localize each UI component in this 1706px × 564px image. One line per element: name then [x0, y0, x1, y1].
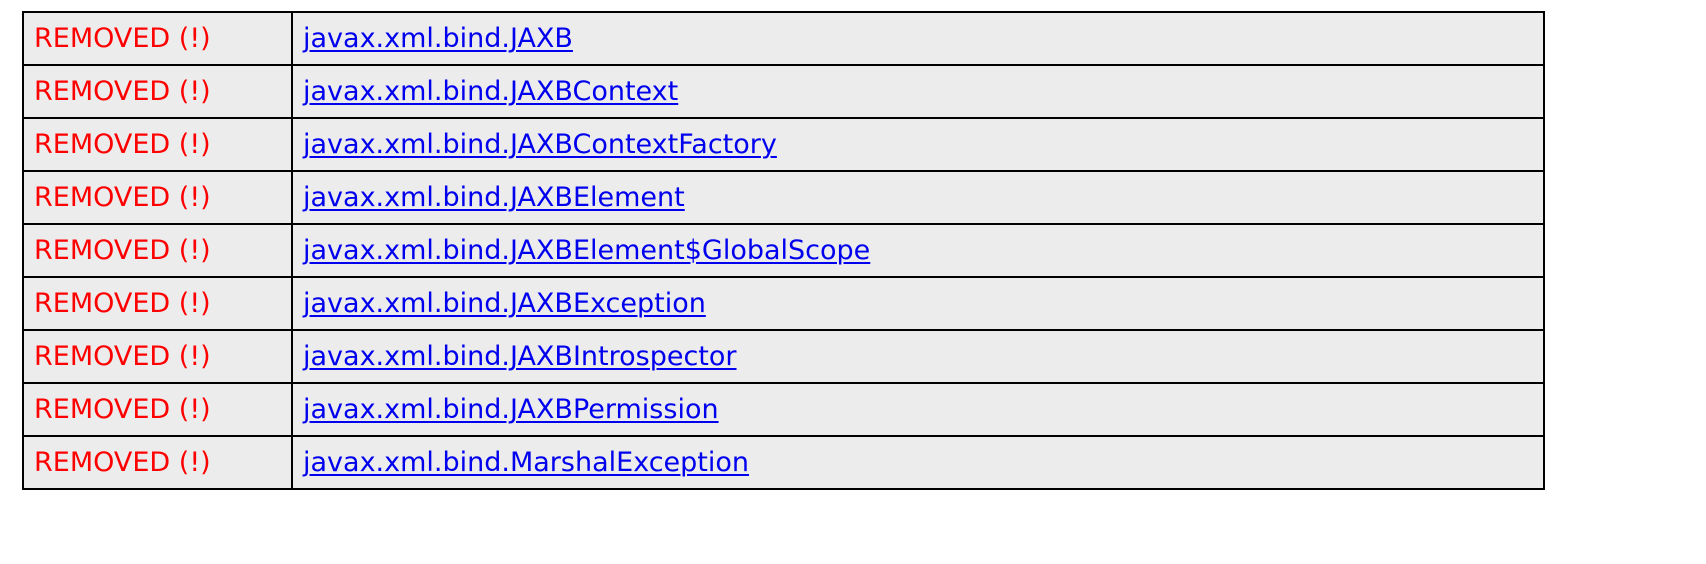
class-link[interactable]: javax.xml.bind.JAXB: [303, 23, 573, 54]
class-link[interactable]: javax.xml.bind.JAXBPermission: [303, 394, 719, 425]
status-cell: REMOVED (!): [22, 170, 293, 225]
class-change-report: REMOVED (!) javax.xml.bind.JAXB REMOVED …: [22, 11, 1545, 490]
table-row: REMOVED (!) javax.xml.bind.JAXBContext: [22, 64, 1545, 119]
status-cell: REMOVED (!): [22, 276, 293, 331]
table-row: REMOVED (!) javax.xml.bind.JAXB: [22, 11, 1545, 66]
class-name-cell: javax.xml.bind.JAXBElement$GlobalScope: [291, 223, 1545, 278]
table-row: REMOVED (!) javax.xml.bind.JAXBPermissio…: [22, 382, 1545, 437]
class-name-cell: javax.xml.bind.JAXBElement: [291, 170, 1545, 225]
table-row: REMOVED (!) javax.xml.bind.JAXBElement: [22, 170, 1545, 225]
class-link[interactable]: javax.xml.bind.JAXBElement$GlobalScope: [303, 235, 871, 266]
class-name-cell: javax.xml.bind.MarshalException: [291, 435, 1545, 490]
table-row: REMOVED (!) javax.xml.bind.JAXBElement$G…: [22, 223, 1545, 278]
class-name-cell: javax.xml.bind.JAXBException: [291, 276, 1545, 331]
table-row: REMOVED (!) javax.xml.bind.JAXBContextFa…: [22, 117, 1545, 172]
status-cell: REMOVED (!): [22, 435, 293, 490]
status-cell: REMOVED (!): [22, 223, 293, 278]
status-cell: REMOVED (!): [22, 382, 293, 437]
table-row: REMOVED (!) javax.xml.bind.JAXBException: [22, 276, 1545, 331]
class-name-cell: javax.xml.bind.JAXBContext: [291, 64, 1545, 119]
class-link[interactable]: javax.xml.bind.JAXBIntrospector: [303, 341, 737, 372]
table-row: REMOVED (!) javax.xml.bind.MarshalExcept…: [22, 435, 1545, 490]
class-link[interactable]: javax.xml.bind.JAXBContext: [303, 76, 679, 107]
status-cell: REMOVED (!): [22, 64, 293, 119]
table-row: REMOVED (!) javax.xml.bind.JAXBIntrospec…: [22, 329, 1545, 384]
status-cell: REMOVED (!): [22, 11, 293, 66]
class-link[interactable]: javax.xml.bind.JAXBContextFactory: [303, 129, 777, 160]
class-link[interactable]: javax.xml.bind.JAXBElement: [303, 182, 685, 213]
class-name-cell: javax.xml.bind.JAXBPermission: [291, 382, 1545, 437]
status-cell: REMOVED (!): [22, 117, 293, 172]
class-name-cell: javax.xml.bind.JAXB: [291, 11, 1545, 66]
class-link[interactable]: javax.xml.bind.JAXBException: [303, 288, 706, 319]
class-link[interactable]: javax.xml.bind.MarshalException: [303, 447, 750, 478]
removed-classes-table: REMOVED (!) javax.xml.bind.JAXB REMOVED …: [22, 11, 1545, 490]
status-cell: REMOVED (!): [22, 329, 293, 384]
class-name-cell: javax.xml.bind.JAXBIntrospector: [291, 329, 1545, 384]
class-name-cell: javax.xml.bind.JAXBContextFactory: [291, 117, 1545, 172]
